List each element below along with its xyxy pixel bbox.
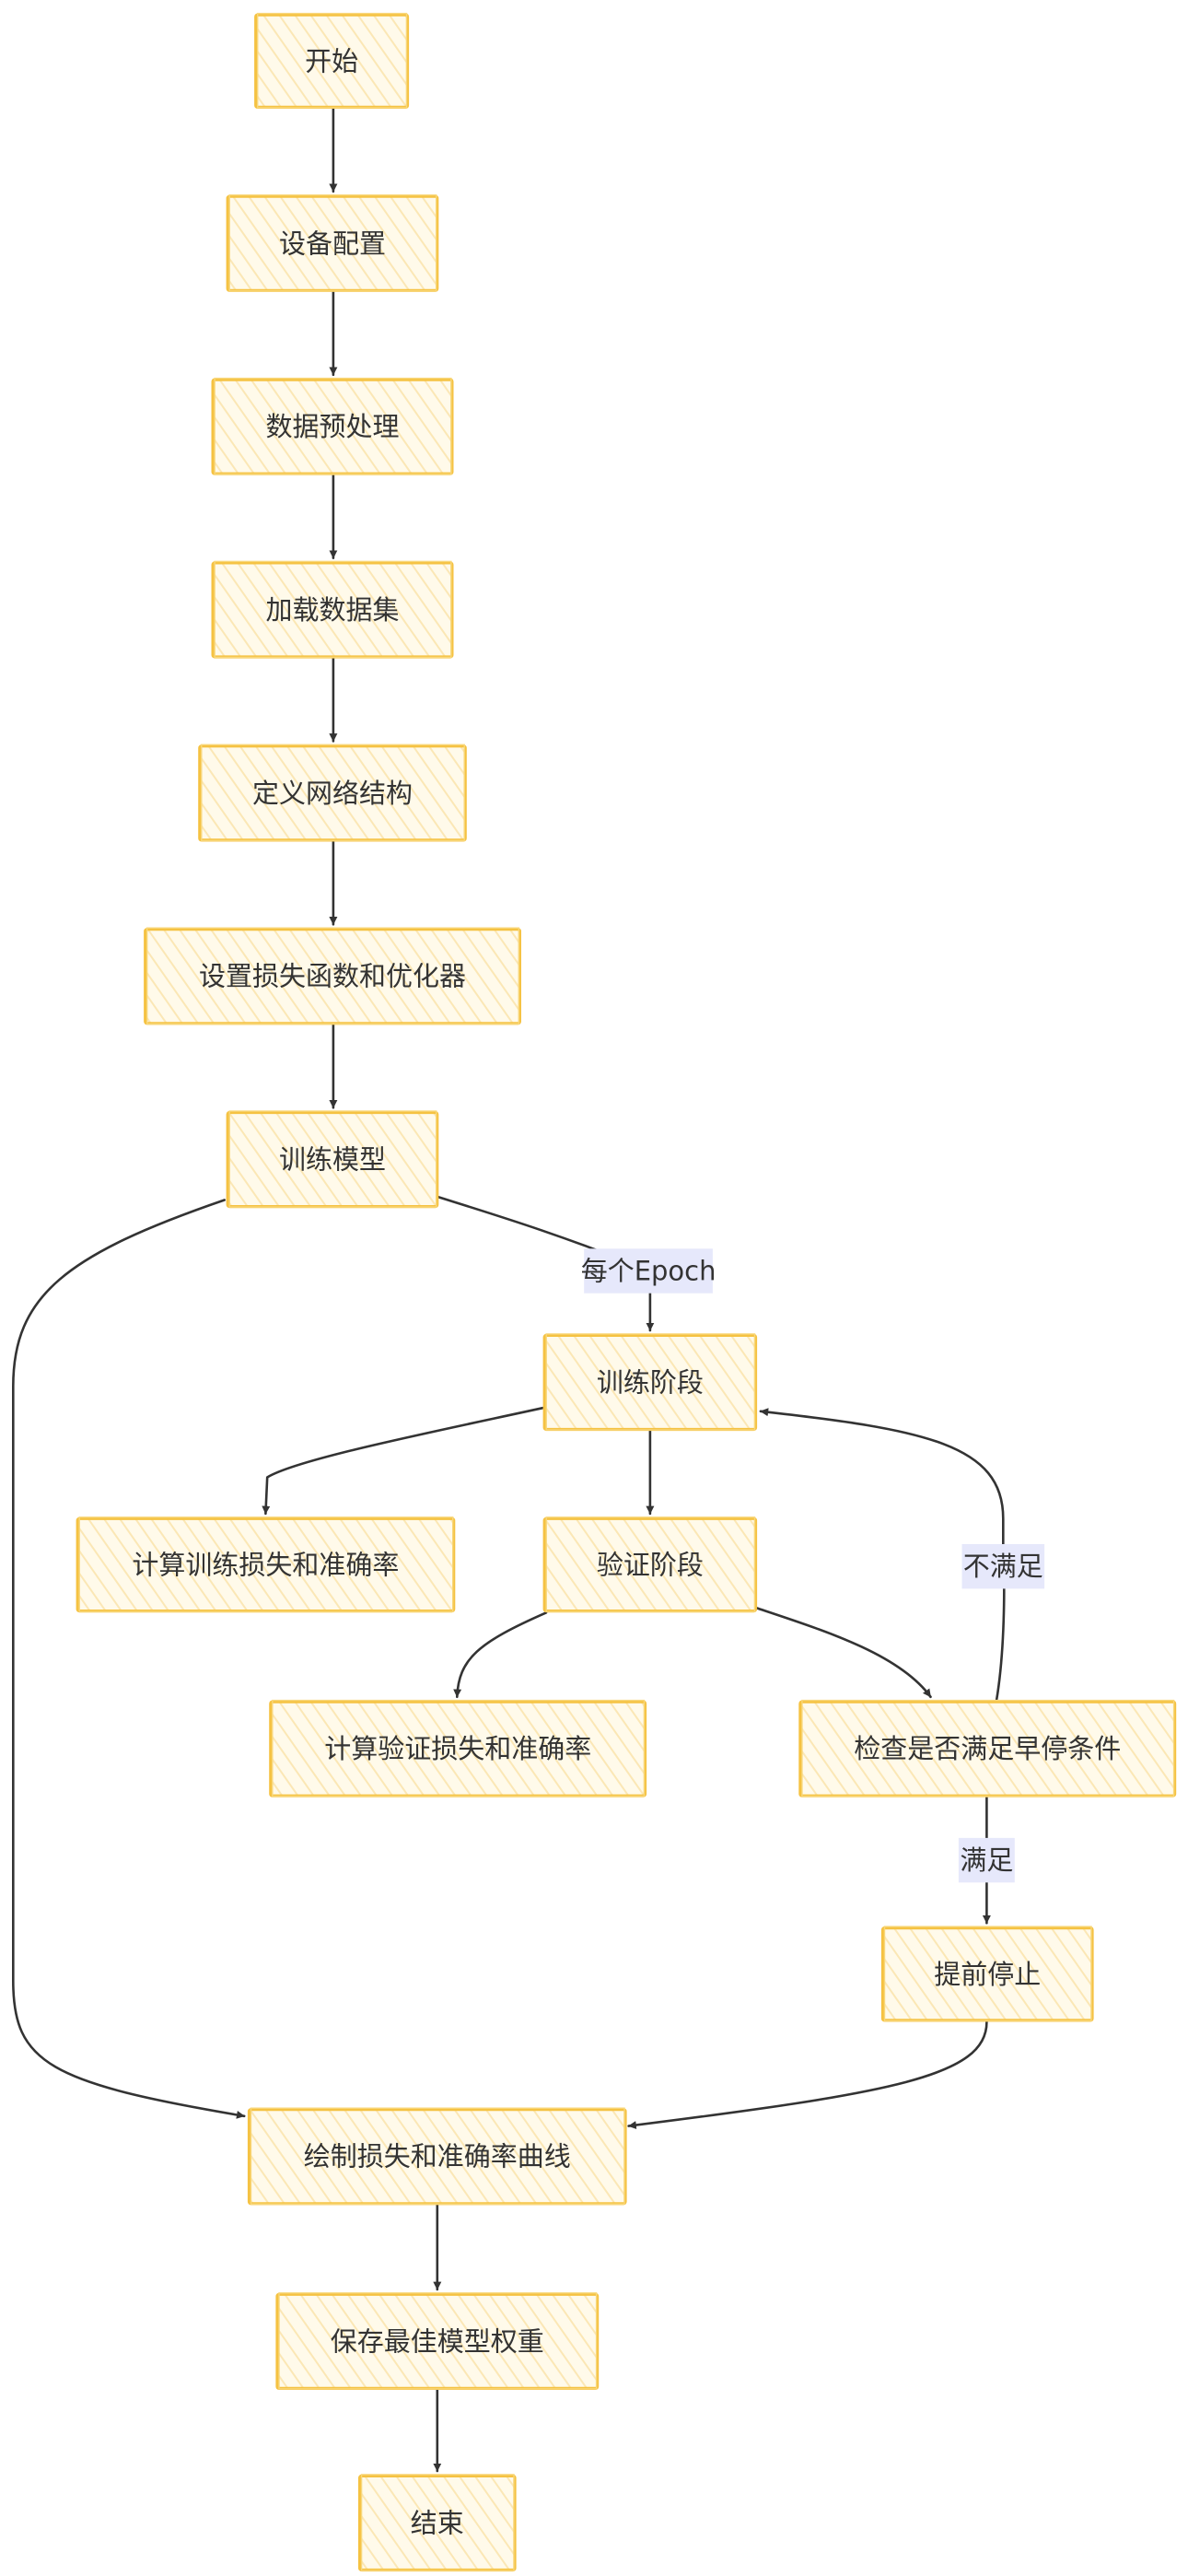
node-trainphase: 训练阶段: [542, 1333, 758, 1432]
node-box-sketch: [214, 560, 452, 659]
node-train: 训练模型: [226, 1110, 439, 1209]
edge-label-text: 满足: [960, 1844, 1013, 1876]
node-plot: 绘制损失和准确率曲线: [247, 2107, 627, 2206]
node-box-sketch: [257, 12, 408, 109]
nodes-layer: 开始设备配置数据预处理加载数据集定义网络结构设置损失函数和优化器训练模型训练阶段…: [76, 12, 1177, 2572]
node-label: 加载数据集: [265, 594, 399, 626]
node-label: 绘制损失和准确率曲线: [304, 2141, 571, 2172]
edge-valphase-valmetrics: [453, 1611, 548, 1699]
node-box-sketch: [214, 377, 452, 475]
node-preprocess: 数据预处理: [211, 377, 454, 475]
node-end: 结束: [358, 2474, 517, 2572]
node-box-sketch: [78, 1516, 454, 1612]
node-label: 验证阶段: [597, 1549, 704, 1580]
node-label: 开始: [305, 45, 358, 76]
node-label: 结束: [411, 2508, 464, 2539]
node-label: 计算验证损失和准确率: [324, 1733, 591, 1764]
edge-label-earlycheck-trainphase: 不满足: [961, 1544, 1045, 1589]
node-label: 训练阶段: [597, 1367, 704, 1399]
node-label: 数据预处理: [265, 411, 399, 442]
node-box-sketch: [228, 1110, 437, 1208]
node-earlycheck: 检查是否满足早停条件: [798, 1699, 1177, 1797]
edge-label-earlycheck-stop: 满足: [958, 1837, 1015, 1883]
edge-valphase-earlycheck: [754, 1606, 932, 1699]
node-label: 提前停止: [934, 1959, 1041, 1990]
node-box-sketch: [250, 2107, 625, 2205]
node-label: 设置损失函数和优化器: [199, 961, 466, 992]
edge-label-text: 每个Epoch: [581, 1256, 716, 1287]
node-label: 计算训练损失和准确率: [132, 1549, 399, 1580]
edge-earlycheck-trainphase: [759, 1408, 1006, 1702]
node-trainmetrics: 计算训练损失和准确率: [76, 1516, 456, 1613]
node-box-sketch: [801, 1699, 1175, 1797]
node-box-sketch: [201, 744, 465, 842]
edge-label-train-trainphase: 每个Epoch: [581, 1248, 716, 1294]
node-label: 保存最佳模型权重: [331, 2325, 544, 2357]
node-network: 定义网络结构: [198, 744, 467, 842]
edge-stop-plot: [627, 2020, 988, 2130]
node-box-sketch: [883, 1926, 1092, 2022]
node-device: 设备配置: [226, 193, 439, 292]
edge-train-plot: [12, 1199, 246, 2119]
node-save: 保存最佳模型权重: [275, 2292, 600, 2391]
node-stop: 提前停止: [880, 1926, 1094, 2022]
node-box-sketch: [228, 193, 437, 292]
node-load: 加载数据集: [211, 560, 454, 659]
node-box-sketch: [146, 927, 520, 1025]
node-box-sketch: [272, 1699, 646, 1797]
edge-label-text: 不满足: [963, 1551, 1043, 1582]
node-box-sketch: [278, 2292, 598, 2390]
edge-trainphase-trainmetrics: [262, 1406, 544, 1516]
node-lossopt: 设置损失函数和优化器: [144, 927, 522, 1025]
node-box-sketch: [545, 1333, 756, 1431]
node-label: 训练模型: [279, 1144, 386, 1176]
node-box-sketch: [360, 2474, 515, 2571]
node-label: 定义网络结构: [252, 778, 413, 809]
node-start: 开始: [254, 12, 410, 110]
node-valphase: 验证阶段: [542, 1516, 758, 1613]
node-label: 设备配置: [279, 228, 386, 259]
node-label: 检查是否满足早停条件: [854, 1733, 1121, 1764]
node-valmetrics: 计算验证损失和准确率: [269, 1699, 647, 1797]
node-box-sketch: [545, 1516, 756, 1612]
